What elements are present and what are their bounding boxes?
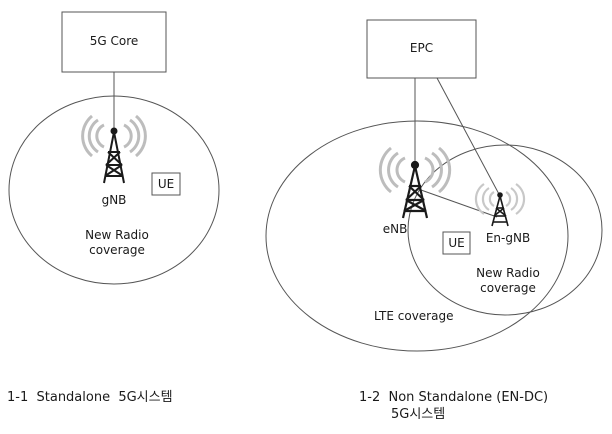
radio-tower-icon: [103, 127, 125, 184]
lte-coverage-area: [265, 120, 569, 352]
signal-waves-icon: [81, 114, 147, 158]
gnb-label: gNB: [101, 193, 127, 207]
enb-to-engnb-link: [420, 189, 498, 218]
caption-non-standalone-line-1: 1-2 Non Standalone (EN-DC): [359, 390, 549, 405]
ue-box-left: [151, 172, 181, 196]
epc-label: EPC: [409, 41, 434, 55]
signal-waves-icon: [474, 183, 526, 215]
coverage-line-1: New Radio: [476, 266, 540, 280]
caption-non-standalone-line-2: 5G시스템: [391, 407, 446, 422]
signal-waves-icon: [378, 146, 452, 194]
epc-to-engnb-link: [436, 77, 501, 197]
lte-coverage-label: LTE coverage: [374, 309, 454, 323]
coverage-line-1: New Radio: [85, 228, 149, 242]
radio-tower-icon: [401, 160, 429, 219]
new-radio-coverage-label-right: New Radio coverage: [476, 266, 540, 296]
5g-core-label: 5G Core: [89, 34, 139, 48]
radio-tower-icon: [491, 192, 509, 227]
caption-standalone: 1-1 Standalone 5G시스템: [7, 390, 173, 405]
ue-box-right: [442, 231, 471, 255]
epc-box: [366, 19, 477, 79]
enb-label: eNB: [382, 222, 408, 236]
new-radio-coverage-area-right: [407, 144, 603, 316]
new-radio-coverage-label-left: New Radio coverage: [85, 228, 149, 258]
coverage-line-2: coverage: [480, 281, 536, 295]
engnb-label: En-gNB: [485, 231, 531, 245]
coverage-line-2: coverage: [89, 243, 145, 257]
new-radio-coverage-area-left: [8, 95, 220, 285]
ue-label-right: UE: [448, 236, 465, 250]
ue-label-left: UE: [157, 177, 175, 191]
5g-core-box: [61, 11, 167, 73]
